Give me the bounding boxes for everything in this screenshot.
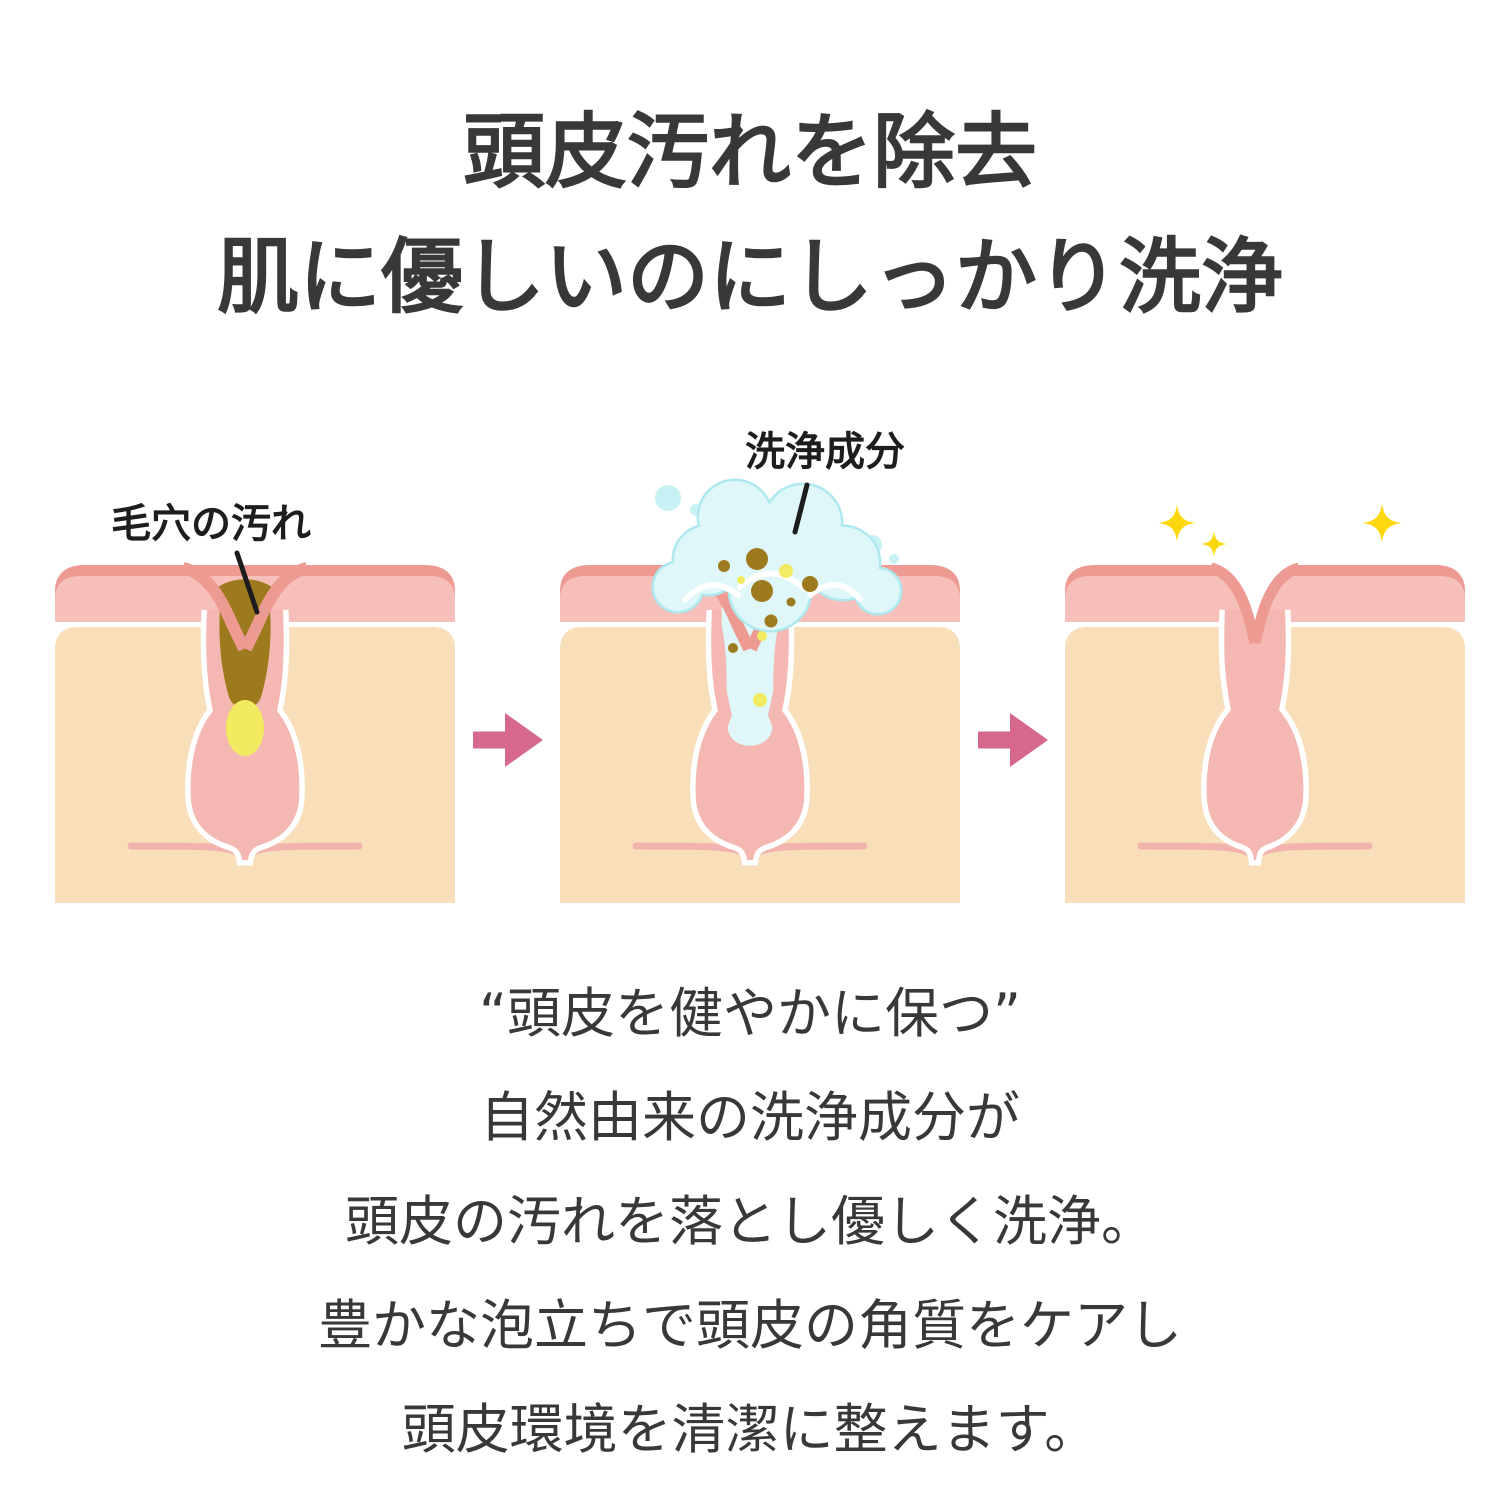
sparkle-icon	[1362, 503, 1402, 543]
skin-cross-section	[1065, 562, 1465, 903]
cleansing-agent-callout: 洗浄成分	[745, 429, 905, 535]
step2-cleansing-foam-illustration: 洗浄成分	[560, 429, 960, 903]
foam-highlights	[682, 570, 863, 603]
sebum-drop	[226, 700, 264, 756]
stripe-dip	[1209, 562, 1301, 645]
body-line: “頭皮を健やかに保つ”	[479, 982, 1021, 1045]
sparkle-icons	[1158, 503, 1402, 557]
follicle-shape	[1206, 610, 1304, 860]
pore-dirt-label: 毛穴の汚れ	[111, 501, 311, 547]
title-line-1: 頭皮汚れを除去	[462, 105, 1037, 200]
sparkle-icon	[1201, 531, 1227, 557]
clean-pore-notch	[1215, 565, 1295, 643]
arrow-right-icon	[978, 713, 1048, 767]
body-line: 自然由来の洗浄成分が	[480, 1086, 1020, 1149]
foam-icon	[651, 478, 903, 707]
sparkle-icon	[1158, 504, 1196, 542]
lifted-dirt-particles	[718, 548, 818, 653]
skin-cross-section	[55, 562, 455, 903]
body-line: 頭皮環境を清潔に整えます。	[401, 1398, 1099, 1461]
lifted-sebum-particles	[737, 564, 793, 707]
pore-dirt-callout: 毛穴の汚れ	[111, 501, 311, 615]
label-pointer-line	[792, 482, 810, 535]
body-line: 頭皮の汚れを落とし優しく洗浄。	[345, 1190, 1155, 1253]
title-line-2: 肌に優しいのにしっかり洗浄	[216, 230, 1283, 325]
body-line: 豊かな泡立ちで頭皮の角質をケアし	[318, 1294, 1182, 1357]
step3-clean-pore-illustration	[1065, 503, 1465, 903]
arrow-right-icon	[473, 713, 543, 767]
step1-dirty-pore-illustration: 毛穴の汚れ	[55, 501, 455, 903]
stripe-dip	[181, 562, 309, 652]
body-text: “頭皮を健やかに保つ” 自然由来の洗浄成分が 頭皮の汚れを落とし優しく洗浄。 豊…	[0, 962, 1500, 1482]
page-title: 頭皮汚れを除去 肌に優しいのにしっかり洗浄	[0, 90, 1500, 340]
label-pointer-line	[234, 550, 260, 615]
cleansing-agent-label: 洗浄成分	[745, 429, 905, 475]
